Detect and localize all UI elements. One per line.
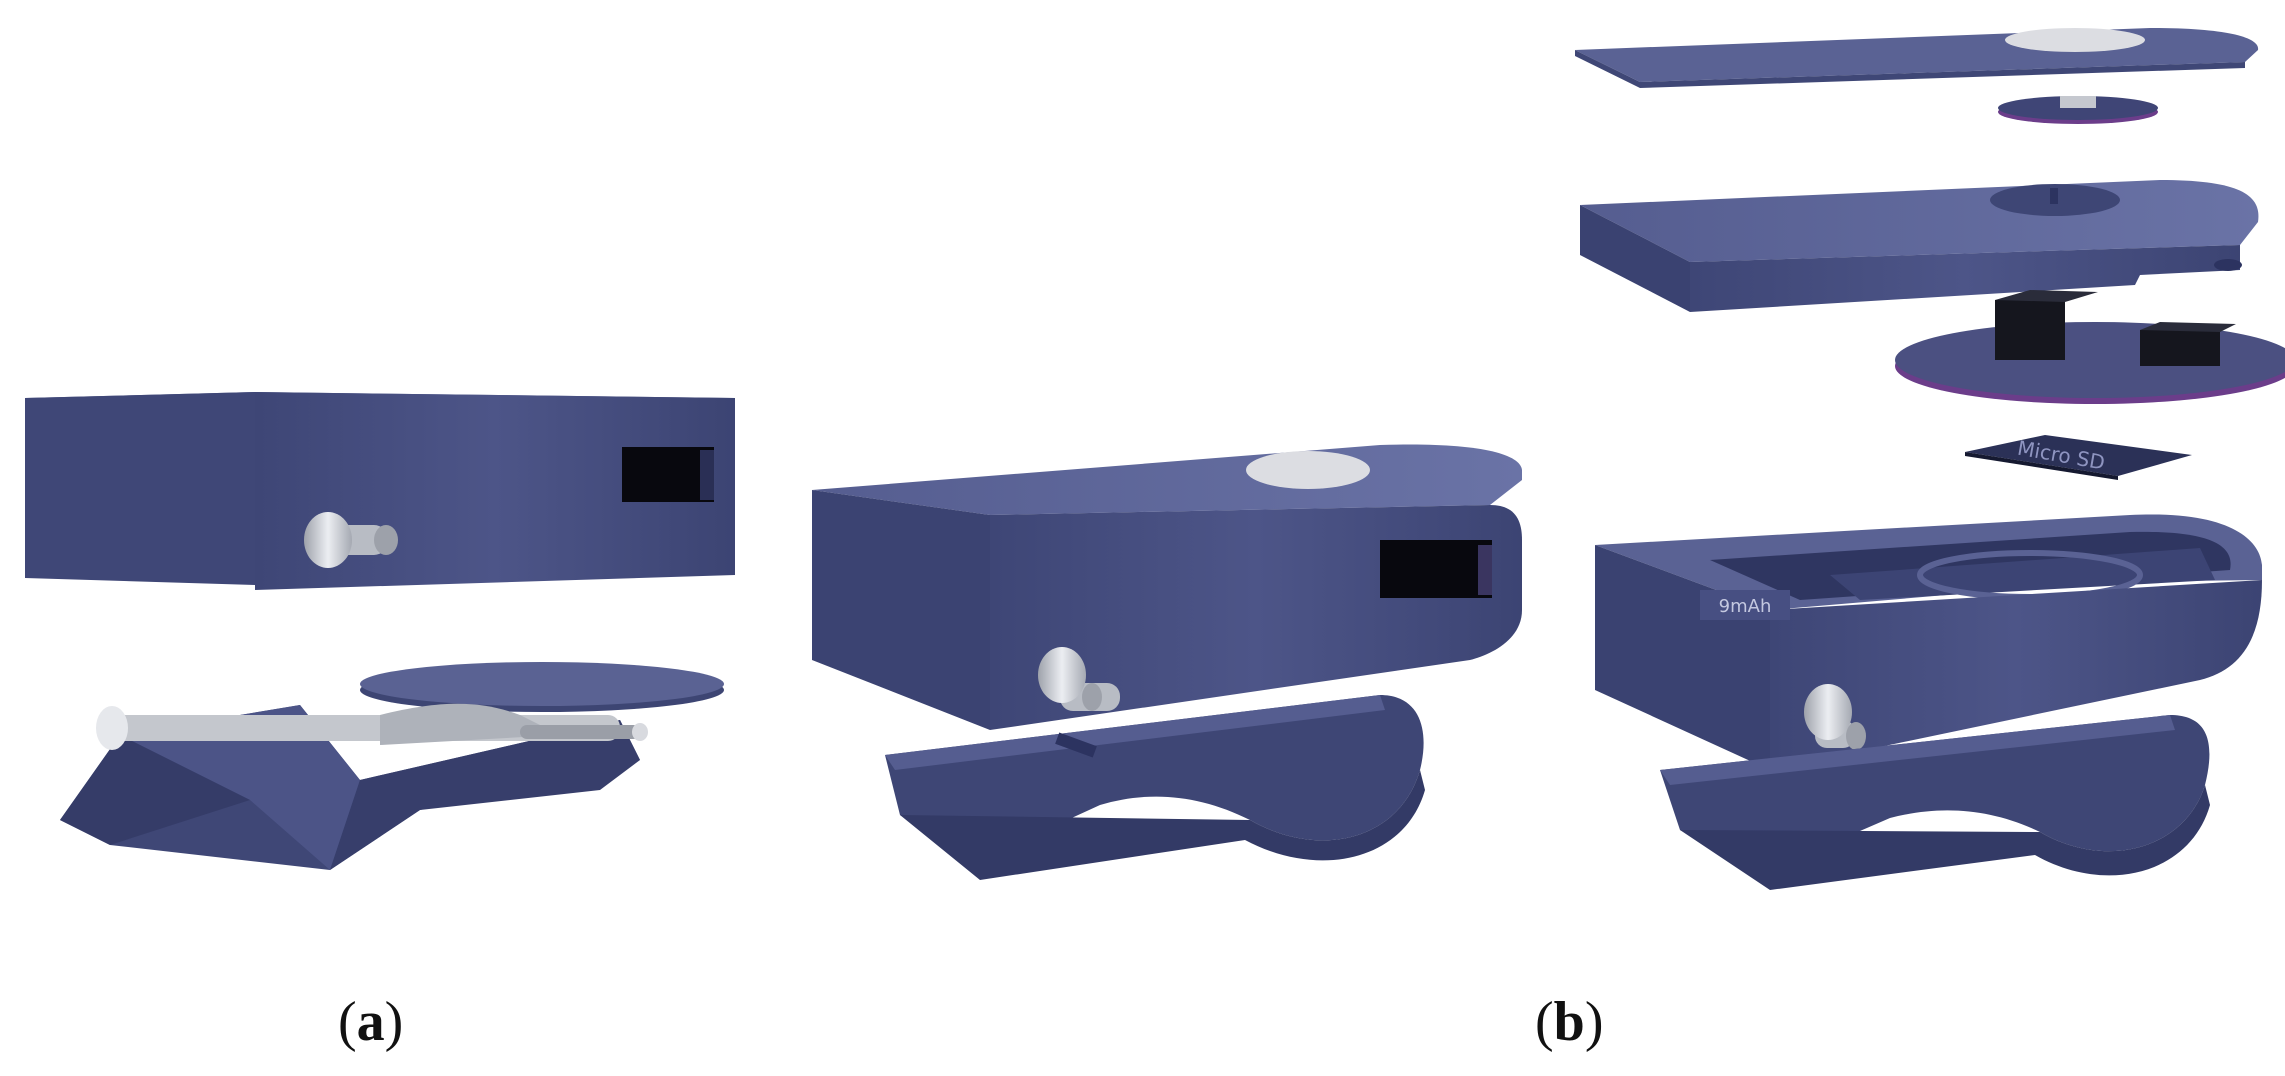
caption-a-letter: a: [356, 991, 385, 1053]
pcb-chip-large: [1995, 300, 2065, 360]
pcb-chip-small: [2140, 330, 2220, 366]
assembled-sensor-window: [1246, 451, 1370, 489]
housing-side-face: [25, 392, 255, 585]
caption-b: (b): [1535, 990, 1603, 1054]
pcb-board: [1895, 290, 2285, 404]
housing-usb-slot: [622, 447, 714, 502]
assembled-clip: [885, 695, 1425, 880]
assembled-usb-slot: [1380, 540, 1492, 598]
top-lid-window: [2005, 28, 2145, 52]
lower-clip: [1660, 715, 2210, 890]
sensor-disc: [360, 662, 724, 712]
hinge-pin: [96, 703, 648, 750]
sd-card: Micro SD: [1965, 435, 2192, 480]
panel-a: [25, 392, 735, 870]
assembled-device: [812, 444, 1522, 880]
battery-label: 9mAh: [1719, 596, 1772, 617]
housing-knob: [304, 512, 398, 568]
assembled-knob: [1038, 647, 1120, 711]
assembled-housing: [812, 444, 1522, 730]
panel-b: Micro SD 9mAh: [1575, 28, 2285, 890]
lens-disc: [1998, 96, 2158, 124]
lower-knob: [1804, 684, 1866, 750]
top-lid: [1575, 28, 2259, 88]
caption-a-close: ): [384, 991, 404, 1053]
caption-a: (a): [338, 990, 403, 1054]
housing-box: [25, 392, 735, 590]
caption-b-letter: b: [1553, 991, 1585, 1053]
caption-b-close: ): [1584, 991, 1604, 1053]
caption-b-open: (: [1535, 991, 1554, 1053]
lower-housing: 9mAh: [1595, 514, 2262, 770]
clip-base: [60, 705, 640, 870]
upper-shell: [1580, 180, 2259, 312]
caption-a-open: (: [338, 991, 357, 1053]
